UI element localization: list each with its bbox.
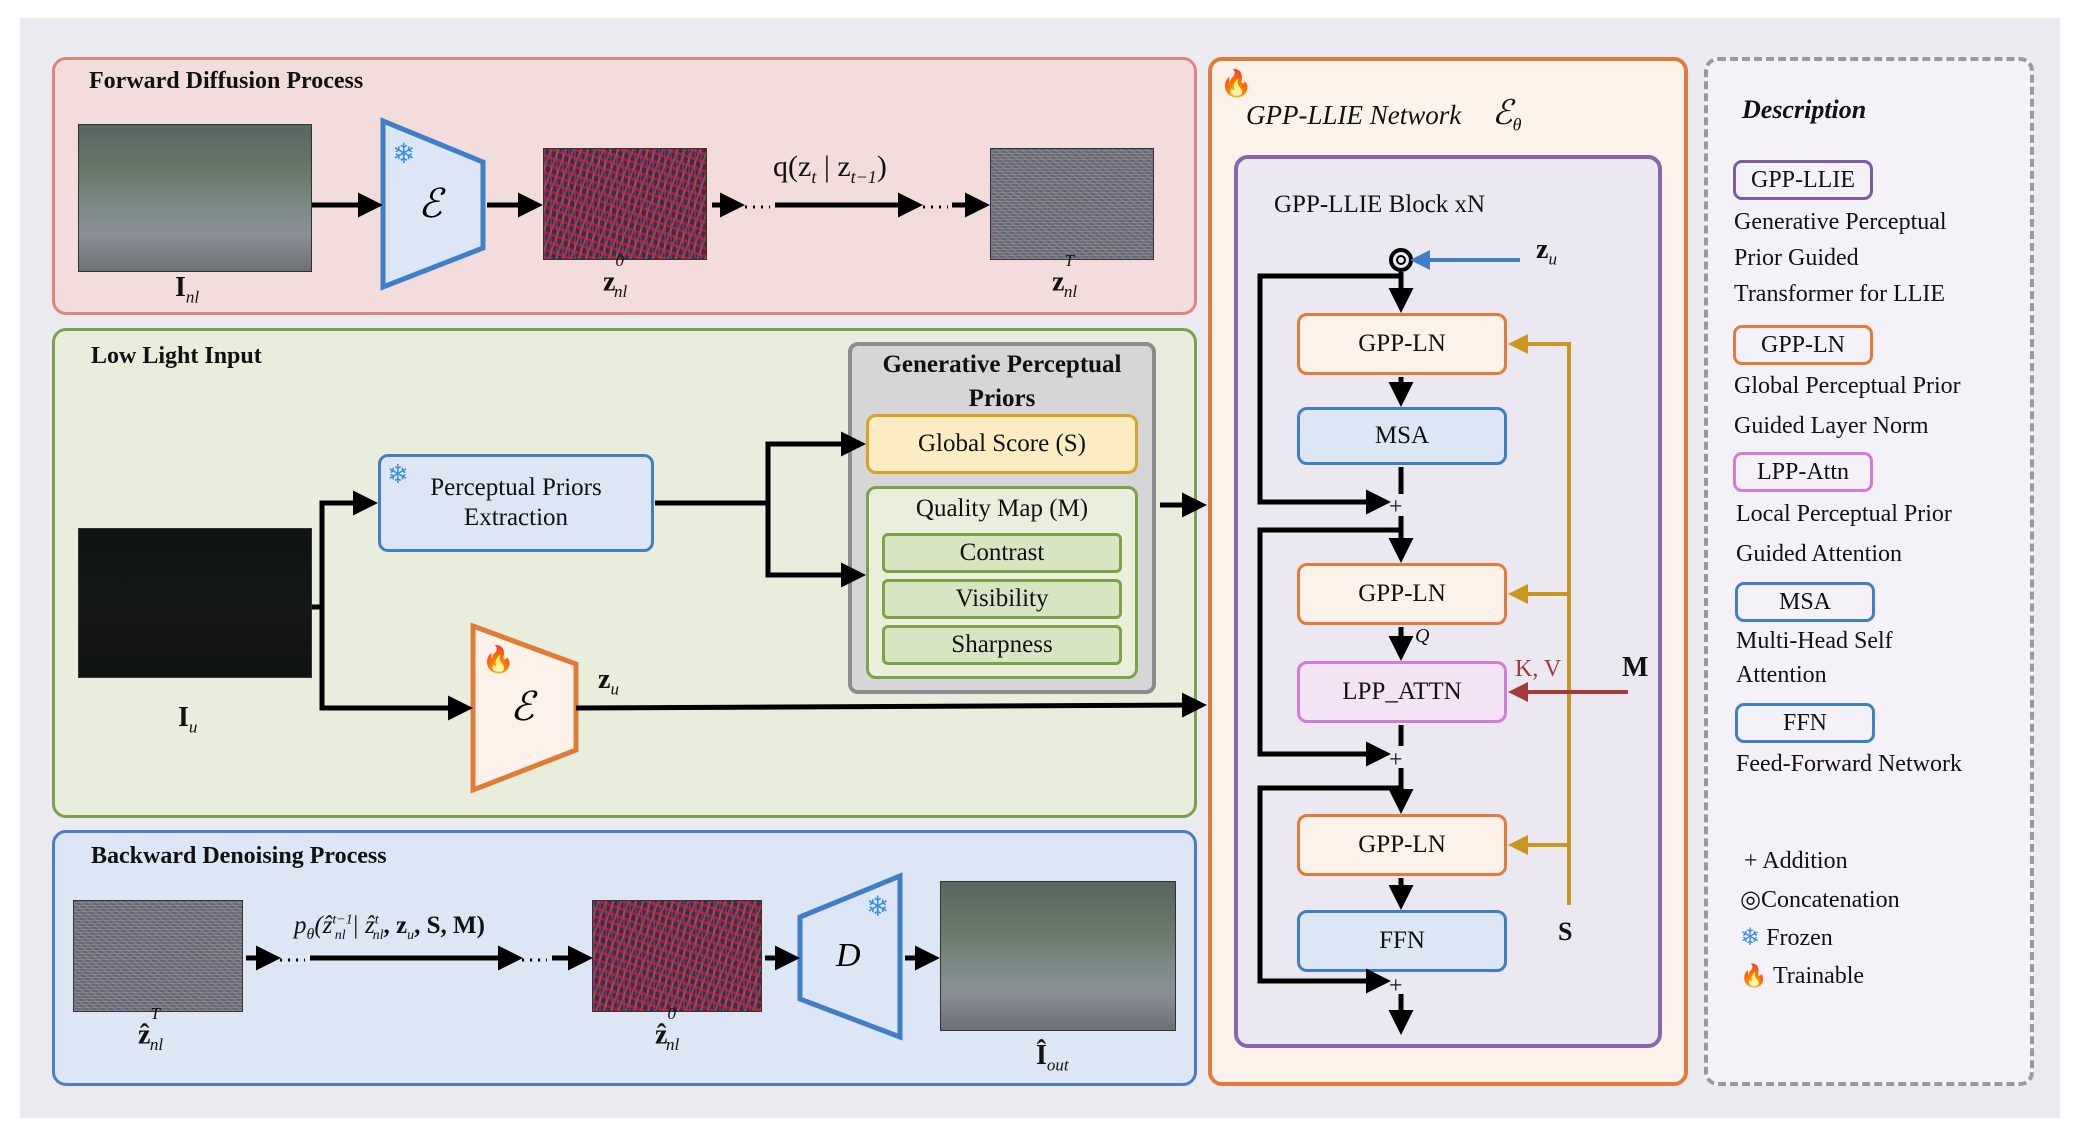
label-input-nl: Inl xyxy=(175,272,200,307)
legend-desc-ffn-1: Feed-Forward Network xyxy=(1736,751,1962,777)
snowflake-icon: ❄ xyxy=(1740,925,1761,951)
legend-desc-gpp-ln-2: Guided Layer Norm xyxy=(1734,413,1929,439)
forward-encoder-trapezoid xyxy=(380,117,486,291)
msa-box: MSA xyxy=(1297,407,1507,465)
gpp-title: Generative Perceptual Priors xyxy=(882,351,1122,412)
output-image xyxy=(940,881,1176,1031)
label-zu-lowlight: zu xyxy=(598,664,619,699)
legend-desc-gpp-ln-1: Global Perceptual Prior xyxy=(1734,373,1961,399)
q-label: Q xyxy=(1415,625,1430,647)
flame-icon: 🔥 xyxy=(1740,963,1768,988)
forward-encoder-symbol: ℰ xyxy=(418,181,446,226)
latent-zT-hat-image xyxy=(73,900,243,1012)
legend-addition: + Addition xyxy=(1744,848,1848,874)
legend-desc-msa-2: Attention xyxy=(1736,662,1827,688)
legend-desc-msa-1: Multi-Head Self xyxy=(1736,628,1893,654)
decoder-symbol: D xyxy=(835,937,861,974)
latent-zT-image xyxy=(990,148,1154,260)
visibility-box: Visibility xyxy=(882,579,1122,619)
contrast-box: Contrast xyxy=(882,533,1122,573)
input-image-nl xyxy=(78,124,312,272)
label-zu-network: zu xyxy=(1536,234,1557,269)
concat-icon xyxy=(1389,248,1413,272)
ffn-box: FFN xyxy=(1297,910,1507,972)
description-panel: Description xyxy=(1704,57,2034,1086)
label-z0-hat: ẑ0nl xyxy=(655,1004,680,1054)
lpp-attn-box: LPP_ATTN xyxy=(1297,661,1507,723)
label-z0: z0nl xyxy=(603,251,628,301)
kv-label: K, V xyxy=(1515,656,1562,682)
label-zT-hat: ẑTnl xyxy=(138,1004,164,1054)
latent-z0-image xyxy=(543,148,707,260)
legend-desc-gpp-llie-2: Prior Guided xyxy=(1734,245,1859,271)
legend-desc-lpp-attn-1: Local Perceptual Prior xyxy=(1736,501,1952,527)
m-label: M xyxy=(1622,652,1649,683)
legend-desc-lpp-attn-2: Guided Attention xyxy=(1736,541,1902,567)
concat-icon: ◎ xyxy=(1740,887,1761,913)
backward-title: Backward Denoising Process xyxy=(91,843,387,869)
low-light-input-image xyxy=(78,528,312,678)
gpp-ln-2-box: GPP-LN xyxy=(1297,563,1507,625)
description-title: Description xyxy=(1742,95,1867,124)
flame-icon: 🔥 xyxy=(1220,69,1253,98)
label-output: Îout xyxy=(1036,1040,1069,1075)
gpp-ln-1-box: GPP-LN xyxy=(1297,313,1507,375)
legend-tag-gpp-llie: GPP-LLIE xyxy=(1733,160,1873,200)
lowlight-title: Low Light Input xyxy=(91,343,262,369)
snowflake-icon: ❄ xyxy=(387,460,409,489)
legend-tag-gpp-ln: GPP-LN xyxy=(1733,325,1873,365)
forward-title: Forward Diffusion Process xyxy=(89,68,364,94)
quality-map-label: Quality Map (M) xyxy=(915,495,1089,522)
s-label: S xyxy=(1558,917,1573,946)
legend-desc-gpp-llie-1: Generative Perceptual xyxy=(1734,209,1947,235)
legend-frozen: ❄ Frozen xyxy=(1740,925,1833,951)
decoder-trapezoid xyxy=(797,872,903,1041)
gpp-ln-3-box: GPP-LN xyxy=(1297,814,1507,876)
lowlight-encoder-trapezoid xyxy=(470,622,579,794)
legend-tag-msa: MSA xyxy=(1735,582,1875,622)
backward-transition-label: pθ(ẑt−1nl | ẑtnl, zu, S, M) xyxy=(294,912,485,943)
label-zT: zTnl xyxy=(1052,251,1078,301)
label-input-u: Iu xyxy=(178,702,198,737)
perceptual-priors-extraction-box: ❄ Perceptual Priors Extraction xyxy=(378,454,654,552)
latent-z0-hat-image xyxy=(592,900,762,1012)
plus-3: + xyxy=(1389,973,1403,999)
legend-desc-gpp-llie-3: Transformer for LLIE xyxy=(1734,281,1946,307)
lowlight-encoder-symbol: ℰ xyxy=(510,684,538,729)
legend-tag-lpp-attn: LPP-Attn xyxy=(1733,452,1873,492)
global-score-box: Global Score (S) xyxy=(866,414,1138,474)
flame-icon: 🔥 xyxy=(482,644,514,675)
plus-2: + xyxy=(1389,747,1403,773)
forward-transition-label: q(zt | zt−1) xyxy=(773,150,887,187)
legend-concatenation: ◎Concatenation xyxy=(1740,887,1900,913)
block-label: GPP-LLIE Block xN xyxy=(1274,191,1486,218)
network-title: GPP-LLIE Network ℰθ xyxy=(1246,95,1522,135)
legend-trainable: 🔥 Trainable xyxy=(1740,963,1865,989)
snowflake-icon: ❄ xyxy=(392,137,415,170)
snowflake-icon: ❄ xyxy=(866,890,889,923)
plus-icon: + xyxy=(1744,848,1758,874)
legend-tag-ffn: FFN xyxy=(1735,703,1875,743)
plus-1: + xyxy=(1389,494,1403,520)
sharpness-box: Sharpness xyxy=(882,625,1122,665)
